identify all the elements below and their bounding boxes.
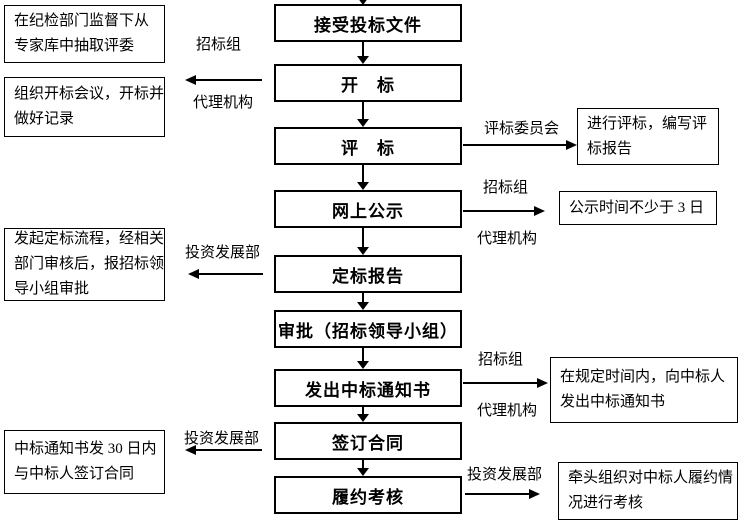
note-line: 公示时间不少于 3 日 bbox=[569, 199, 705, 216]
note-expert-selection: 在纪检部门监督下从 专家库中抽取评委 bbox=[4, 5, 165, 63]
flow-step-receive-bid-documents: 接受投标文件 bbox=[274, 4, 462, 42]
connector-label-bidding-group: 招标组 bbox=[483, 180, 529, 196]
connector-label-bidding-group: 招标组 bbox=[196, 37, 242, 53]
flow-step-online-publicity: 网上公示 bbox=[274, 190, 462, 228]
flow-step-issue-award-notice: 发出中标通知书 bbox=[274, 369, 462, 407]
flow-step-sign-contract: 签订合同 bbox=[274, 422, 462, 460]
flow-step-award-report: 定标报告 bbox=[274, 255, 462, 293]
flow-step-bid-evaluation: 评 标 bbox=[274, 127, 462, 165]
connector-label-bidding-group: 招标组 bbox=[478, 352, 524, 368]
note-line: 导小组审批 bbox=[14, 281, 90, 297]
note-publicity-duration: 公示时间不少于 3 日 bbox=[559, 191, 717, 225]
note-line: 标报告 bbox=[587, 140, 633, 157]
flow-step-approval-leading-group: 审批（招标领导小组） bbox=[274, 310, 462, 348]
note-line: 牵头组织对中标人履约情 bbox=[568, 470, 734, 486]
note-line: 在纪检部门监督下从 bbox=[14, 13, 150, 29]
note-evaluation-report: 进行评标，编写评 标报告 bbox=[577, 108, 719, 165]
note-bid-opening-meeting: 组织开标会议，开标并 做好记录 bbox=[4, 77, 165, 137]
note-line: 组织开标会议，开标并 bbox=[14, 86, 165, 102]
note-line: 在规定时间内，向中标人 bbox=[560, 369, 726, 385]
connector-label-agency: 代理机构 bbox=[193, 95, 254, 111]
flow-step-performance-assessment: 履约考核 bbox=[274, 476, 462, 514]
note-line: 发出中标通知书 bbox=[560, 394, 666, 410]
note-line: 专家库中抽取评委 bbox=[14, 38, 135, 54]
connector-label-investment-dept: 投资发展部 bbox=[184, 431, 260, 447]
note-notice-within-time: 在规定时间内，向中标人 发出中标通知书 bbox=[550, 357, 738, 423]
note-assessment-organization: 牵头组织对中标人履约情 况进行考核 bbox=[558, 462, 738, 520]
connector-label-eval-committee: 评标委员会 bbox=[484, 121, 560, 137]
note-line: 做好记录 bbox=[14, 111, 75, 127]
note-award-decision-process: 发起定标流程，经相关 部门审核后，报招标领 导小组审批 bbox=[4, 228, 165, 301]
note-contract-within-30-days: 中标通知书发 30 日内 与中标人签订合同 bbox=[4, 430, 165, 494]
note-line: 况进行考核 bbox=[568, 495, 644, 511]
connector-label-investment-dept: 投资发展部 bbox=[467, 467, 543, 483]
note-line: 进行评标，编写评 bbox=[587, 115, 708, 132]
connector-label-agency: 代理机构 bbox=[477, 231, 538, 247]
flow-step-bid-opening: 开 标 bbox=[274, 64, 462, 102]
connector-label-agency: 代理机构 bbox=[477, 403, 538, 419]
connector-label-investment-dept: 投资发展部 bbox=[185, 245, 261, 261]
note-line: 部门审核后，报招标领 bbox=[14, 256, 165, 272]
note-line: 中标通知书发 30 日内 bbox=[14, 441, 157, 457]
note-line: 与中标人签订合同 bbox=[14, 466, 135, 482]
note-line: 发起定标流程，经相关 bbox=[14, 231, 165, 247]
